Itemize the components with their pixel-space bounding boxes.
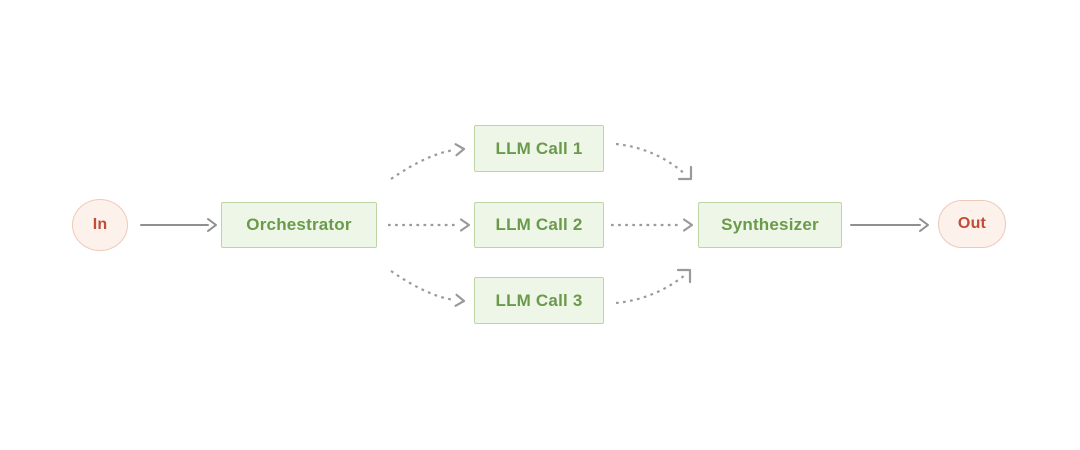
- node-synthesizer: Synthesizer: [698, 202, 842, 248]
- arrowhead-llm3-synthesizer: [676, 268, 692, 284]
- node-orchestrator: Orchestrator: [221, 202, 377, 248]
- arrowhead-orchestrator-llm1: [454, 143, 466, 157]
- node-orchestrator-label: Orchestrator: [246, 215, 352, 234]
- node-llm-call-1: LLM Call 1: [474, 125, 604, 172]
- edge-llm1-synthesizer: [615, 142, 686, 175]
- edge-llm3-synthesizer: [615, 274, 686, 305]
- arrowhead-llm2-synthesizer: [682, 218, 694, 232]
- node-llm-call-3: LLM Call 3: [474, 277, 604, 324]
- arrowhead-orchestrator-llm2: [459, 218, 471, 232]
- node-in-label: In: [92, 216, 108, 233]
- node-out-label: Out: [957, 215, 987, 232]
- node-llm-call-2-label: LLM Call 2: [495, 215, 583, 234]
- node-llm-call-3-label: LLM Call 3: [495, 290, 583, 310]
- arrowhead-in-orchestrator: [207, 218, 217, 232]
- arrowhead-synthesizer-out: [919, 218, 929, 232]
- arrowhead-llm1-synthesizer: [677, 165, 693, 181]
- node-llm-call-1-label: LLM Call 1: [495, 138, 583, 158]
- node-in: In: [72, 199, 128, 251]
- edge-orchestrator-llm1: [390, 148, 456, 180]
- node-synthesizer-label: Synthesizer: [721, 215, 819, 234]
- node-llm-call-2: LLM Call 2: [474, 202, 604, 248]
- node-out: Out: [938, 200, 1006, 248]
- arrowhead-orchestrator-llm3: [454, 293, 466, 307]
- edge-orchestrator-llm3: [390, 270, 456, 302]
